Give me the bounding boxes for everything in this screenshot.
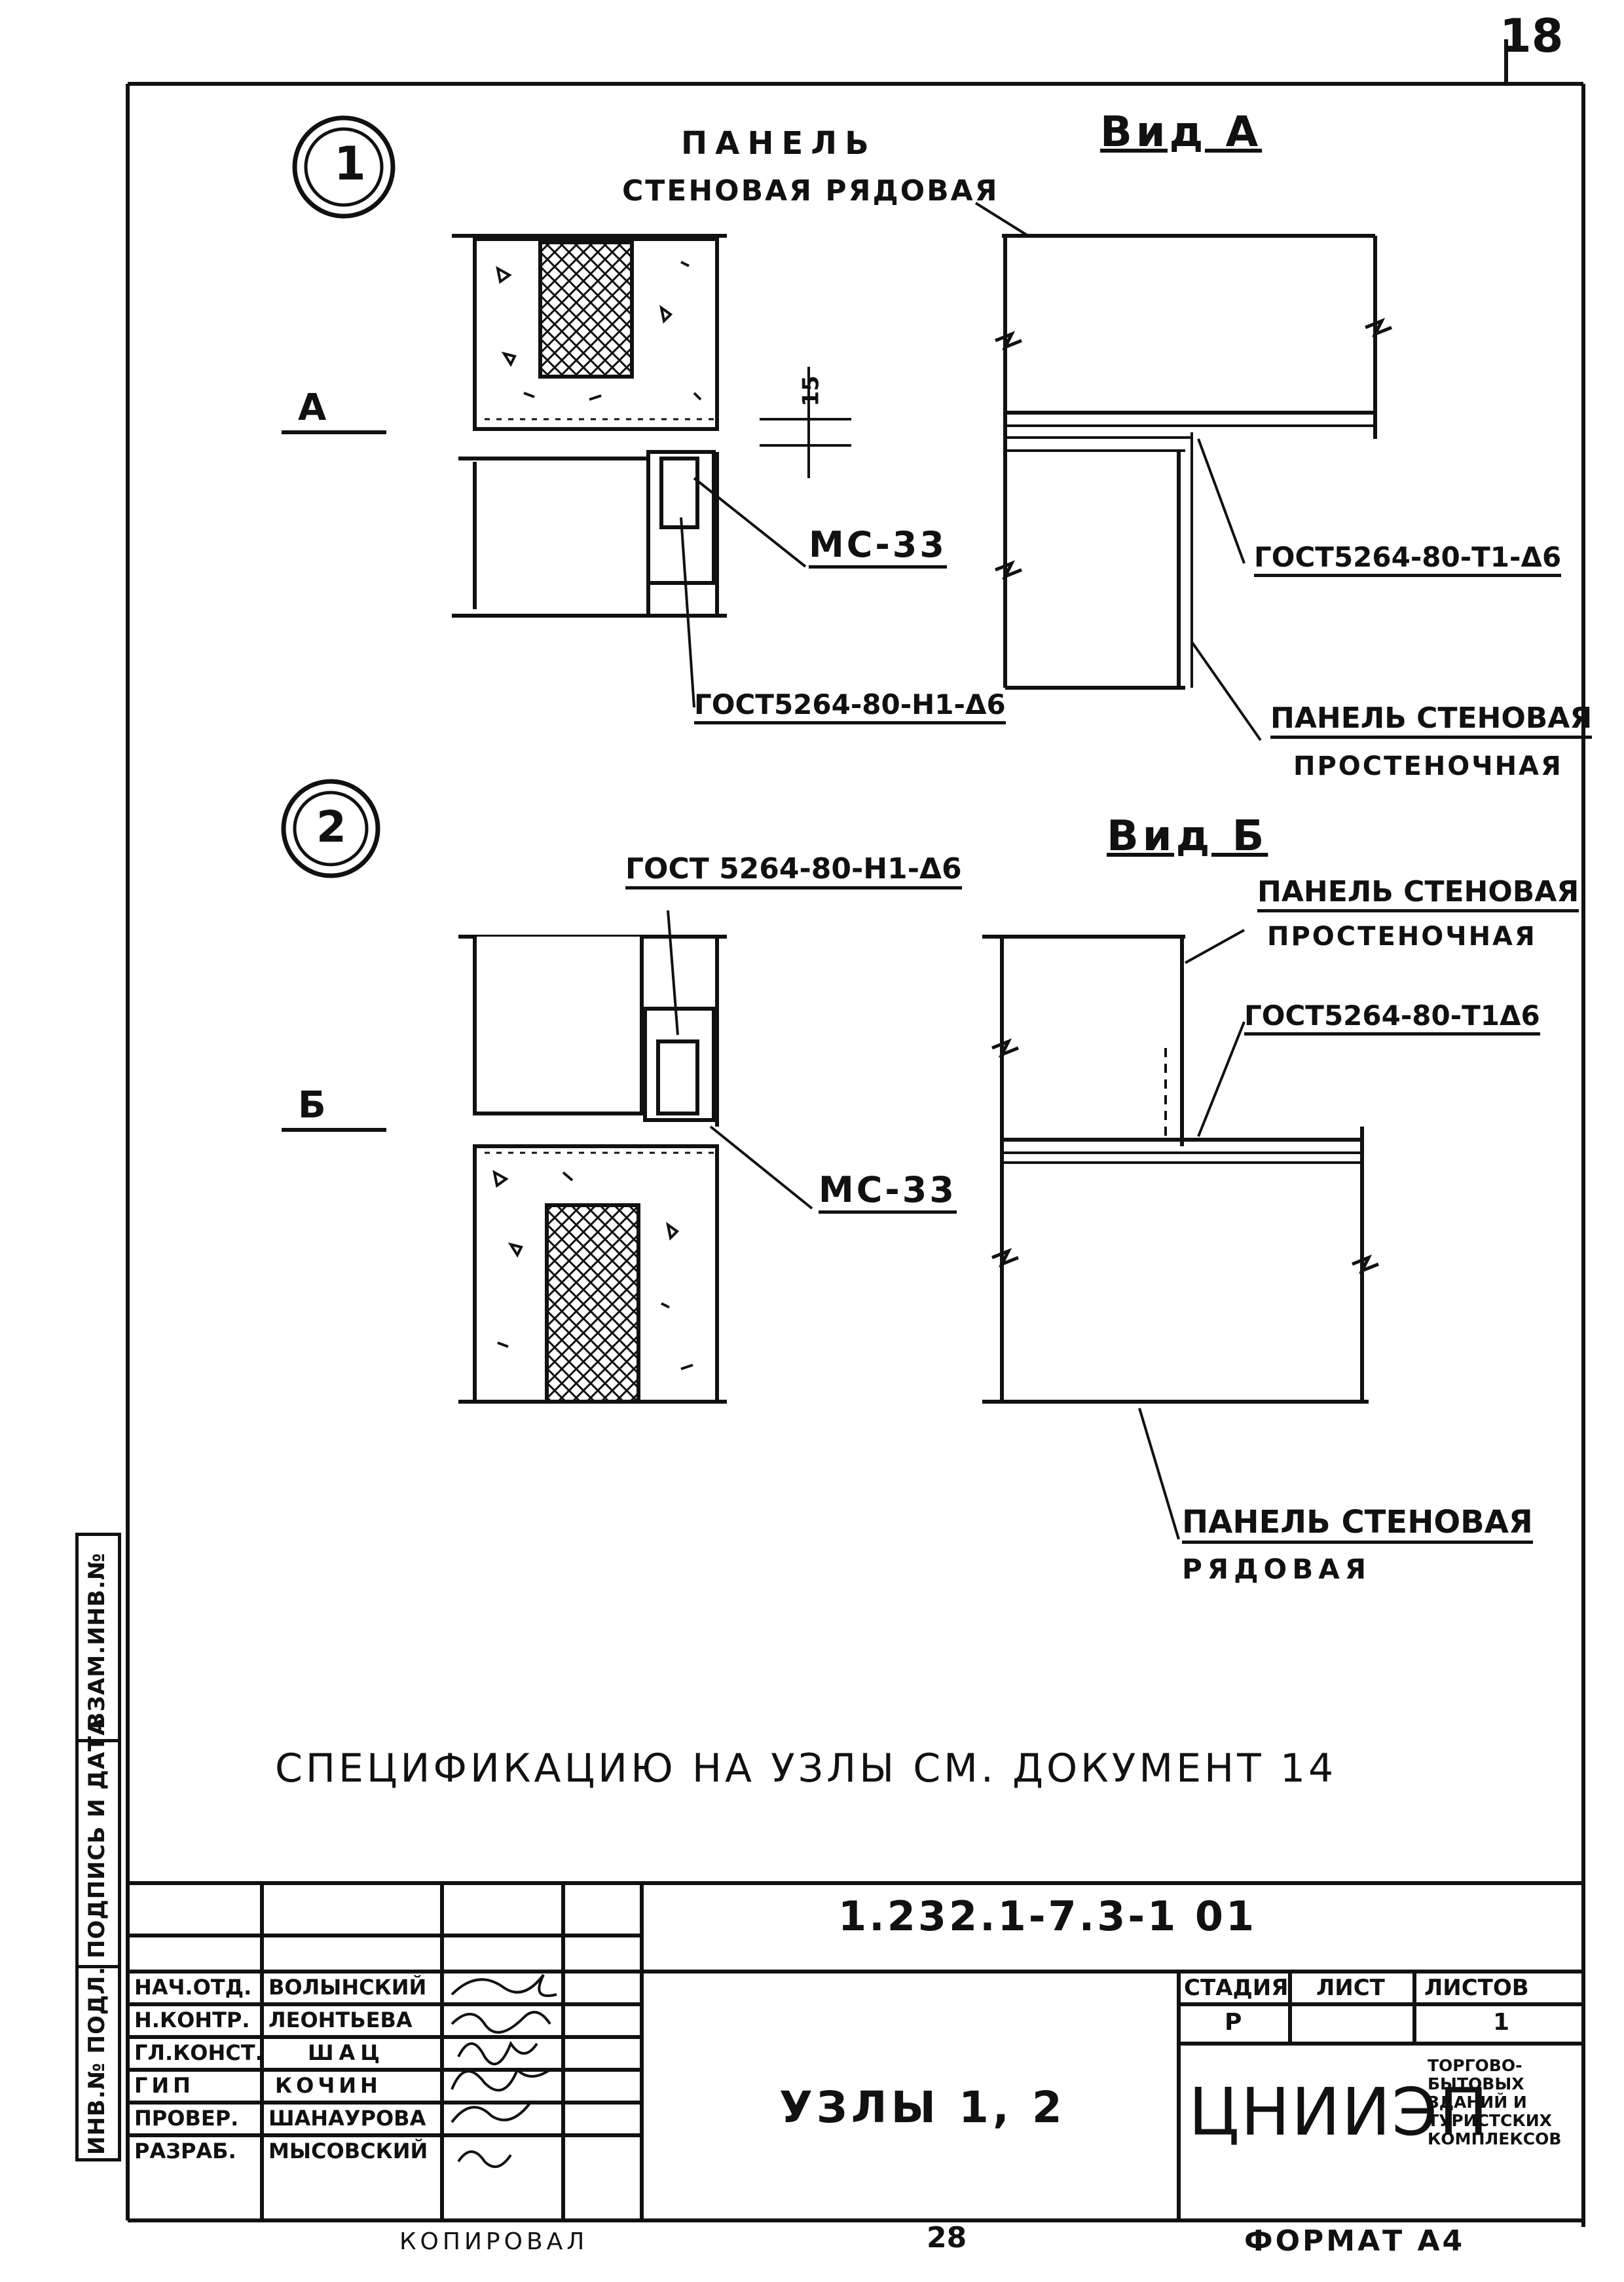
role-cell: РАЗРАБ. bbox=[134, 2139, 236, 2163]
role-cell: ГЛ.КОНСТ. bbox=[134, 2040, 263, 2065]
node2-panel-pier-line2: ПРОСТЕНОЧНАЯ bbox=[1267, 922, 1537, 952]
page-number: 18 bbox=[1500, 9, 1564, 63]
footer-copied: КОПИРОВАЛ bbox=[399, 2228, 589, 2255]
name-cell: ЛЕОНТЬЕВА bbox=[268, 2008, 413, 2032]
role-cell: НАЧ.ОТД. bbox=[134, 1975, 252, 2000]
node1-section bbox=[282, 234, 851, 708]
signatures bbox=[451, 1973, 557, 2168]
node2-panel-pier-line1: ПАНЕЛЬ СТЕНОВАЯ bbox=[1257, 878, 1579, 912]
node2-element-mc33: МС-33 bbox=[819, 1172, 957, 1214]
role-cell: ПРОВЕР. bbox=[134, 2106, 239, 2131]
name-cell: ВОЛЫНСКИЙ bbox=[268, 1975, 427, 2000]
org-subtitle-line: БЫТОВЫХ bbox=[1428, 2074, 1524, 2093]
node2-view-b bbox=[982, 929, 1379, 1540]
node2-number-circle bbox=[281, 779, 380, 878]
node2-weld-top: ГОСТ 5264-80-Н1-Δ6 bbox=[625, 855, 962, 889]
node1-arrow-label: А bbox=[298, 386, 327, 429]
document-code: 1.232.1-7.3-1 01 bbox=[838, 1892, 1257, 1940]
side-stamp-label-3: ИНВ.№ ПОДЛ. bbox=[84, 1966, 110, 2155]
org-subtitle-line: КОМПЛЕКСОВ bbox=[1428, 2129, 1562, 2148]
node2-weld-right: ГОСТ5264-80-Т1Δ6 bbox=[1244, 1002, 1540, 1036]
node1-dimension: 15 bbox=[798, 375, 824, 407]
node1-weld-left: ГОСТ5264-80-Н1-Δ6 bbox=[694, 691, 1006, 724]
sheet-header: ЛИСТ bbox=[1316, 1975, 1385, 2001]
footer-format: ФОРМАТ А4 bbox=[1244, 2224, 1466, 2258]
node2-view-title: Вид Б bbox=[1107, 812, 1268, 861]
node1-number: 1 bbox=[334, 137, 366, 191]
side-stamp-label-1: ВЗАМ.ИНВ.№ bbox=[84, 1552, 110, 1729]
role-cell: ГИП bbox=[134, 2073, 194, 2098]
organization-subtitle: ТОРГОВО- БЫТОВЫХ ЗДАНИЙ И ТУРИСТСКИХ КОМ… bbox=[1428, 2057, 1561, 2148]
organization-name: ЦНИИЭП bbox=[1189, 2074, 1490, 2150]
org-subtitle-line: ТУРИСТСКИХ bbox=[1428, 2111, 1552, 2130]
node1-number-circle bbox=[292, 115, 396, 219]
sheet-frame bbox=[126, 39, 1585, 2227]
footer-number: 28 bbox=[927, 2221, 967, 2254]
stage-value: Р bbox=[1225, 2009, 1242, 2036]
node2-panel-row-line1: ПАНЕЛЬ СТЕНОВАЯ bbox=[1182, 1506, 1533, 1544]
node1-weld-right: ГОСТ5264-80-Т1-Δ6 bbox=[1254, 544, 1562, 577]
title-block-grid bbox=[128, 1881, 1583, 2222]
name-cell: КОЧИН bbox=[275, 2073, 382, 2098]
org-subtitle-line: ТОРГОВО- bbox=[1428, 2056, 1522, 2075]
sheets-header: ЛИСТОВ bbox=[1424, 1975, 1529, 2001]
name-cell: ШАНАУРОВА bbox=[268, 2106, 426, 2131]
node1-element-mc33: МС-33 bbox=[809, 527, 947, 569]
name-cell: МЫСОВСКИЙ bbox=[268, 2139, 428, 2163]
node1-view-title: Вид А bbox=[1100, 108, 1263, 157]
node2-panel-row-line2: РЯДОВАЯ bbox=[1182, 1553, 1372, 1585]
name-cell: ШАЦ bbox=[308, 2040, 385, 2065]
side-stamp-cell-3 bbox=[75, 1965, 121, 2161]
node1-panel-pier-line2: ПРОСТЕНОЧНАЯ bbox=[1293, 751, 1563, 781]
drawing-title: УЗЛЫ 1, 2 bbox=[779, 2082, 1066, 2133]
node1-panel-label-line2: СТЕНОВАЯ РЯДОВАЯ bbox=[622, 174, 999, 208]
stage-header: СТАДИЯ bbox=[1184, 1975, 1289, 2001]
node2-arrow-label: Б bbox=[298, 1084, 326, 1127]
sheets-value: 1 bbox=[1493, 2009, 1510, 2036]
org-subtitle-line: ЗДАНИЙ И bbox=[1428, 2093, 1527, 2112]
node2-number: 2 bbox=[316, 802, 346, 852]
side-stamp-label-2: ПОДПИСЬ И ДАТА bbox=[84, 1717, 110, 1958]
node1-panel-pier-line1: ПАНЕЛЬ СТЕНОВАЯ bbox=[1270, 704, 1593, 739]
node1-view-a bbox=[974, 202, 1392, 741]
node2-section bbox=[282, 910, 813, 1404]
node1-panel-label-line1: ПАНЕЛЬ bbox=[681, 125, 877, 162]
specification-note: СПЕЦИФИКАЦИЮ НА УЗЛЫ СМ. ДОКУМЕНТ 14 bbox=[275, 1746, 1337, 1791]
role-cell: Н.КОНТР. bbox=[134, 2008, 250, 2032]
